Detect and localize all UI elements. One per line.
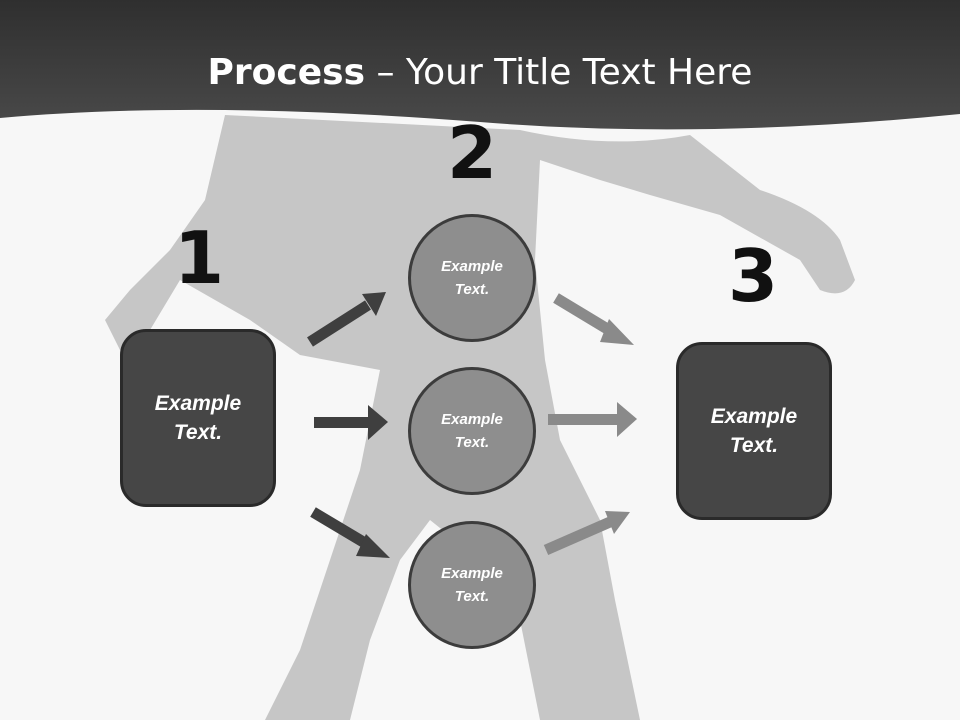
step-3-text-line2: Text. xyxy=(729,434,779,457)
step-3-box: Example Text. xyxy=(676,342,832,520)
arrow-up-right-dark xyxy=(307,292,386,347)
circle-top-line2: Text. xyxy=(454,281,490,298)
step-2-circle-bottom: Example Text. xyxy=(408,521,536,649)
circle-bottom-line2: Text. xyxy=(454,588,490,605)
arrow-down-right-dark xyxy=(310,507,390,558)
arrow-up-right-light xyxy=(543,511,630,556)
title-bold: Process xyxy=(207,52,366,93)
step-2-circle-middle: Example Text. xyxy=(408,367,536,495)
step-3-text-line1: Example xyxy=(710,405,798,428)
title-rest: – Your Title Text Here xyxy=(365,52,753,93)
arrow-right-light xyxy=(548,402,637,437)
arrow-right-dark xyxy=(314,405,388,440)
step-1-box: Example Text. xyxy=(120,329,276,507)
step-1-text-line2: Text. xyxy=(173,421,223,444)
slide-title: Process – Your Title Text Here xyxy=(0,52,960,93)
circle-bottom-line1: Example xyxy=(441,565,503,582)
step-1-text-line1: Example xyxy=(154,392,242,415)
arrow-down-right-light xyxy=(553,293,634,345)
step-number-2: 2 xyxy=(446,111,498,195)
circle-middle-line2: Text. xyxy=(454,434,490,451)
circle-middle-line1: Example xyxy=(441,411,503,428)
step-number-3: 3 xyxy=(727,234,779,318)
circle-top-line1: Example xyxy=(441,258,503,275)
header-band xyxy=(0,0,960,130)
step-number-1: 1 xyxy=(173,216,225,300)
step-2-circle-top: Example Text. xyxy=(408,214,536,342)
